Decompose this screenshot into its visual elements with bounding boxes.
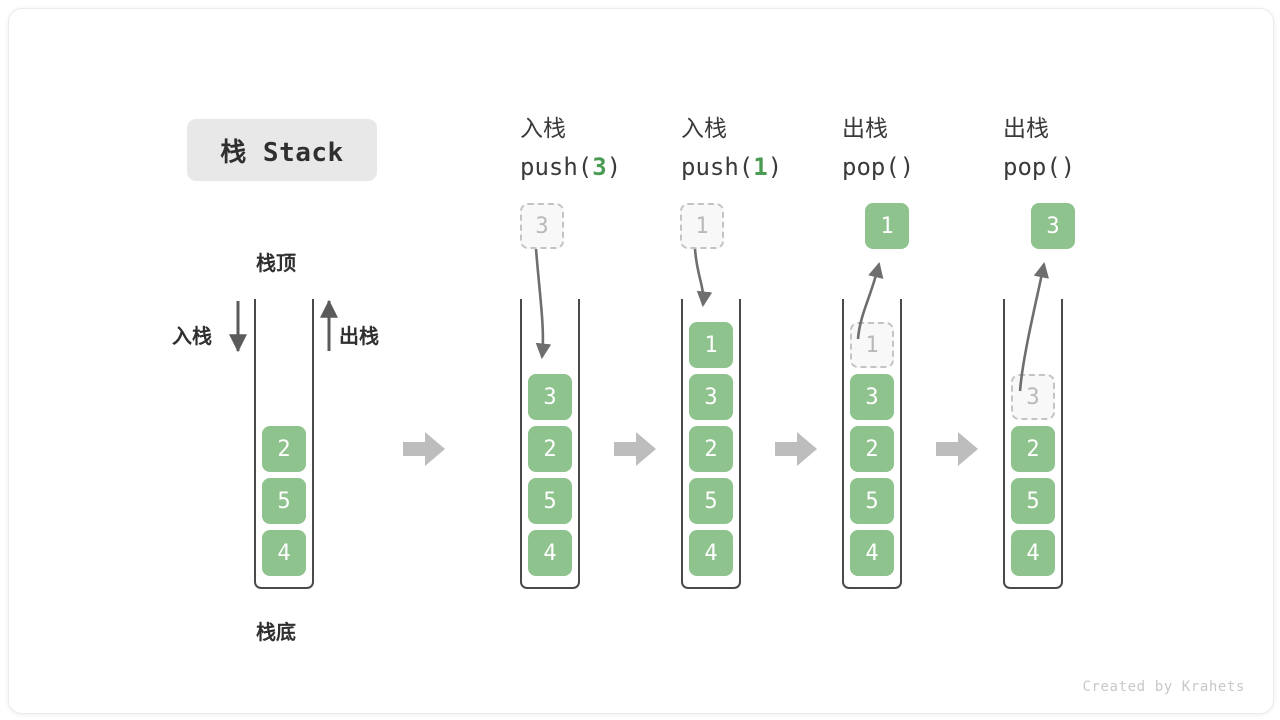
stack-element: 4 (262, 530, 306, 576)
column-header-pop-1: 出栈 pop() (842, 109, 914, 186)
column-header-code-pre: push( (681, 153, 754, 181)
stack-container-initial (254, 299, 314, 589)
floating-element-push-1: 1 (680, 203, 724, 249)
stack-element: 5 (262, 478, 306, 524)
step-chevron-icon (614, 432, 656, 466)
stack-element: 2 (689, 426, 733, 472)
column-header-code-post: ) (899, 153, 915, 181)
floating-element-push-3: 3 (520, 203, 564, 249)
stack-element-removed: 3 (1011, 374, 1055, 420)
stack-container-push-3 (520, 299, 580, 589)
stack-bottom-label: 栈底 (256, 620, 296, 644)
stack-element: 3 (689, 374, 733, 420)
column-header-code-pre: push( (520, 153, 593, 181)
column-header-code-num: 3 (592, 153, 607, 181)
stack-top-label: 栈顶 (256, 251, 296, 275)
step-chevron-icon (936, 432, 978, 466)
column-header-code-post: ) (767, 153, 783, 181)
stack-element: 4 (689, 530, 733, 576)
column-header-push-3: 入栈 push(3) (520, 109, 621, 186)
column-header-cn: 出栈 (842, 116, 888, 142)
stack-element: 2 (262, 426, 306, 472)
column-header-code-post: ) (606, 153, 622, 181)
stack-container-push-1 (681, 299, 741, 589)
column-header-code-pre: pop( (1003, 153, 1061, 181)
stack-element: 3 (528, 374, 572, 420)
step-chevron-icon (403, 432, 445, 466)
column-header-pop-3: 出栈 pop() (1003, 109, 1075, 186)
stack-element: 2 (850, 426, 894, 472)
stack-element: 5 (1011, 478, 1055, 524)
column-header-cn: 入栈 (520, 116, 566, 142)
stack-container-pop-1 (842, 299, 902, 589)
pop-direction-label: 出栈 (339, 324, 379, 348)
title-badge-label: 栈 Stack (220, 137, 344, 168)
title-badge: 栈 Stack (187, 119, 377, 181)
floating-element-pop-3: 3 (1031, 203, 1075, 249)
floating-element-pop-1: 1 (865, 203, 909, 249)
stack-element: 2 (528, 426, 572, 472)
stack-element: 5 (528, 478, 572, 524)
stack-element: 3 (850, 374, 894, 420)
diagram-card: 栈 Stack 栈顶 入栈 出栈 2 5 4 栈底 入栈 push(3) 3 3… (8, 8, 1274, 714)
column-header-code-pre: pop( (842, 153, 900, 181)
column-header-push-1: 入栈 push(1) (681, 109, 782, 186)
stack-element-removed: 1 (850, 322, 894, 368)
push-direction-label: 入栈 (172, 324, 212, 348)
stack-element: 4 (850, 530, 894, 576)
column-header-code-num: 1 (753, 153, 768, 181)
column-header-cn: 出栈 (1003, 116, 1049, 142)
stack-element: 4 (1011, 530, 1055, 576)
stack-element: 5 (689, 478, 733, 524)
arrow-overlay (229, 248, 1049, 466)
stack-container-pop-3 (1003, 299, 1063, 589)
column-header-cn: 入栈 (681, 116, 727, 142)
stack-element: 5 (850, 478, 894, 524)
push-1-arrow-icon (693, 248, 713, 308)
stack-element: 1 (689, 322, 733, 368)
stack-element: 4 (528, 530, 572, 576)
footer-credit: Created by Krahets (1082, 679, 1245, 695)
stack-element: 2 (1011, 426, 1055, 472)
step-chevron-icon (775, 432, 817, 466)
column-header-code-post: ) (1060, 153, 1076, 181)
